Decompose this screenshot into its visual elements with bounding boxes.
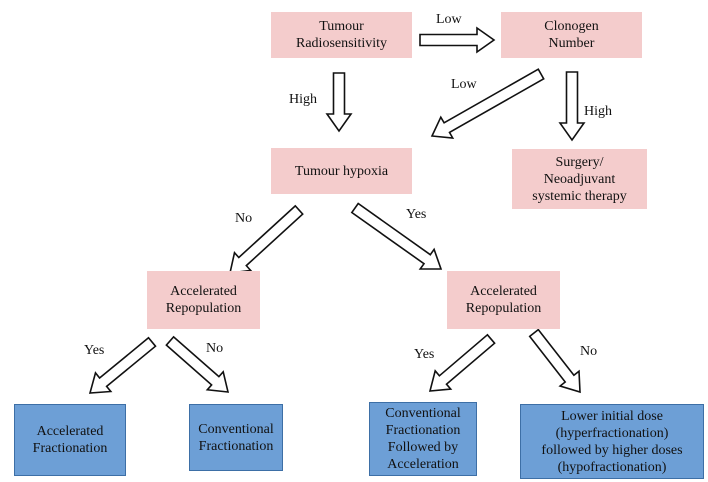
arrow-left-yes <box>88 336 157 394</box>
arrow-right-no <box>528 328 581 394</box>
node-surgery-neoadjuvant: Surgery/ Neoadjuvant systemic therapy <box>512 149 647 209</box>
node-accelerated-repopulation-right: Accelerated Repopulation <box>447 271 560 329</box>
edge-label-right-yes: Yes <box>414 347 435 362</box>
node-conventional-fractionation-text: Conventional Fractionation <box>198 421 274 454</box>
node-accelerated-repopulation-right-text: Accelerated Repopulation <box>465 284 542 316</box>
node-conventional-followed-by-acceleration: Conventional Fractionation Followed by A… <box>369 402 477 476</box>
node-accelerated-fractionation: Accelerated Fractionation <box>14 404 126 476</box>
node-conventional-fractionation: Conventional Fractionation <box>189 404 283 471</box>
node-tumour-hypoxia: Tumour hypoxia <box>271 148 412 194</box>
node-lower-initial-dose: Lower initial dose (hyperfractionation) … <box>520 404 704 479</box>
edge-label-hypoxia-no: No <box>235 211 253 226</box>
arrow-radio-to-clonogen <box>419 26 496 54</box>
node-lower-initial-dose-text: Lower initial dose (hyperfractionation) … <box>541 408 683 475</box>
node-tumour-radiosensitivity: Tumour Radiosensitivity <box>271 12 412 58</box>
node-conventional-followed-by-acceleration-text: Conventional Fractionation Followed by A… <box>385 406 461 472</box>
edge-label-right-no: No <box>580 344 598 359</box>
arrow-clonogen-to-surgery <box>558 71 586 142</box>
arrow-left-no <box>165 335 230 393</box>
edge-label-clonogen-surgery-high: High <box>584 104 612 119</box>
node-tumour-radiosensitivity-text: Tumour Radiosensitivity <box>296 19 387 51</box>
node-clonogen-number-text: Clonogen Number <box>544 19 599 51</box>
node-clonogen-number: Clonogen Number <box>501 12 642 58</box>
node-tumour-hypoxia-text: Tumour hypoxia <box>294 163 389 179</box>
edge-label-left-yes: Yes <box>84 343 105 358</box>
arrow-radio-to-hypoxia <box>325 72 353 133</box>
node-accelerated-repopulation-left: Accelerated Repopulation <box>147 271 260 329</box>
node-accelerated-fractionation-text: Accelerated Fractionation <box>32 424 108 456</box>
node-surgery-neoadjuvant-text: Surgery/ Neoadjuvant systemic therapy <box>532 154 627 204</box>
edge-label-left-no: No <box>206 341 224 356</box>
arrow-clonogen-to-hypoxia <box>430 68 545 139</box>
edge-label-radio-hypoxia-high: High <box>289 92 317 107</box>
node-accelerated-repopulation-left-text: Accelerated Repopulation <box>165 284 242 316</box>
arrow-right-yes <box>428 333 496 392</box>
edge-label-clonogen-hypoxia-low: Low <box>451 77 477 92</box>
edge-label-radio-clonogen-low: Low <box>436 12 462 27</box>
edge-label-hypoxia-yes: Yes <box>406 207 427 222</box>
arrow-hypoxia-to-right <box>350 202 443 270</box>
